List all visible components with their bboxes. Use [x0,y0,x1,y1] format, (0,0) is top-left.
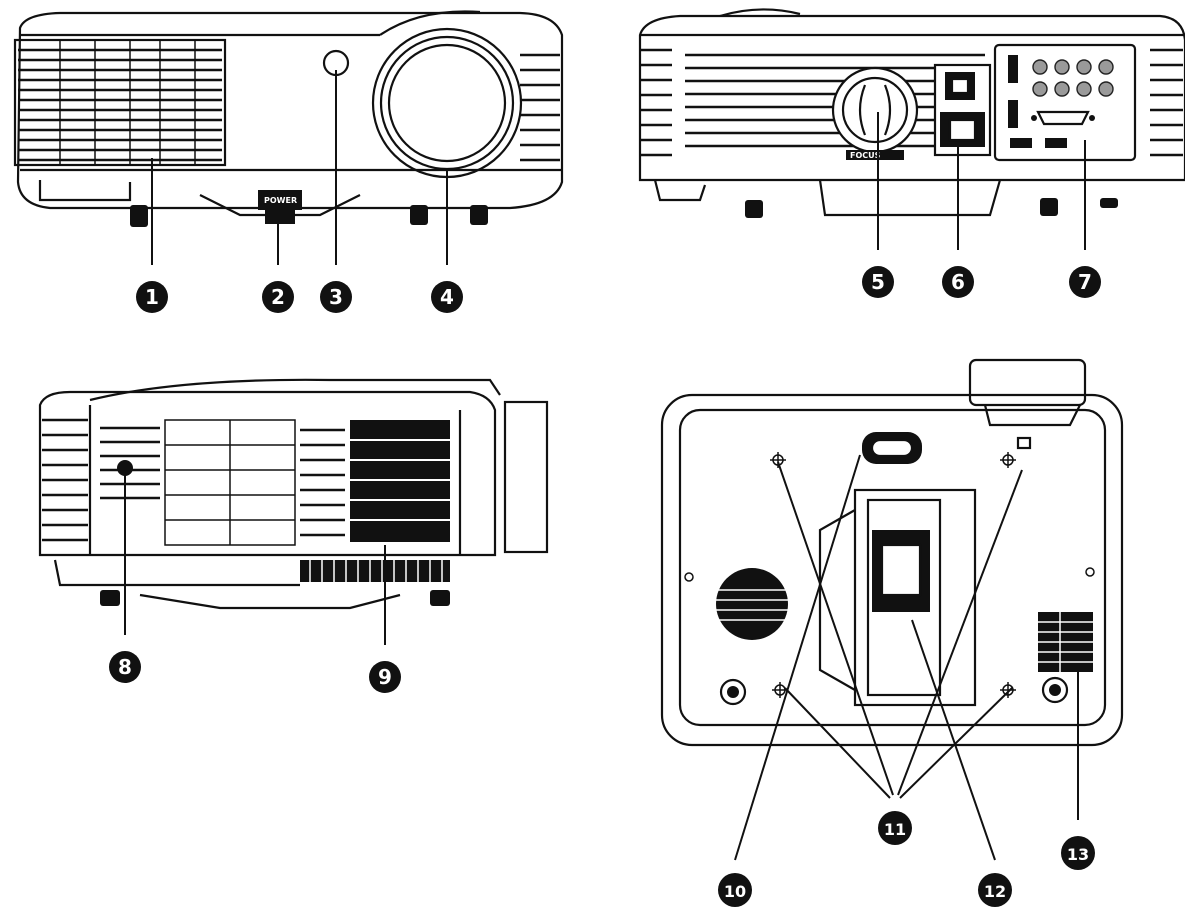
svg-text:9: 9 [378,665,392,689]
side-view [38,378,549,610]
callout-6: 6 [942,266,974,298]
front-lens [371,27,523,179]
callout-8: 8 [109,651,141,683]
callout-5: 5 [862,266,894,298]
foot-label: POWER [264,196,297,205]
callout-11: 11 [878,811,912,845]
bottom-vent-grill [1038,612,1093,672]
svg-text:2: 2 [271,285,285,309]
front-view: POWER [13,10,564,227]
rear-view: FOCUS [638,8,1185,218]
callout-1: 1 [136,281,168,313]
svg-text:6: 6 [951,270,965,294]
io-panel [993,43,1137,162]
callout-12: 12 [978,873,1012,907]
focus-label: FOCUS [850,151,881,160]
svg-text:8: 8 [118,655,132,679]
callout-2: 2 [262,281,294,313]
callout-4: 4 [431,281,463,313]
leader-lines [124,70,1086,861]
svg-text:3: 3 [329,285,343,309]
side-vent-grill [300,420,450,542]
svg-text:10: 10 [724,882,746,901]
svg-text:5: 5 [871,270,885,294]
adjustable-foot [258,190,302,210]
focus-ring: FOCUS [831,66,919,160]
svg-text:1: 1 [145,285,159,309]
front-vent-grill [13,38,227,167]
callout-7: 7 [1069,266,1101,298]
callout-10: 10 [718,873,752,907]
svg-text:13: 13 [1067,845,1089,864]
power-socket [933,63,992,157]
svg-text:12: 12 [984,882,1006,901]
speaker-grille [716,568,788,640]
svg-text:11: 11 [884,820,906,839]
svg-text:4: 4 [440,285,454,309]
bottom-view [660,358,1124,747]
svg-text:7: 7 [1078,270,1092,294]
callout-3: 3 [320,281,352,313]
lift-foot-mount [818,488,977,707]
callout-9: 9 [369,661,401,693]
callout-13: 13 [1061,836,1095,870]
keypad [100,426,160,500]
